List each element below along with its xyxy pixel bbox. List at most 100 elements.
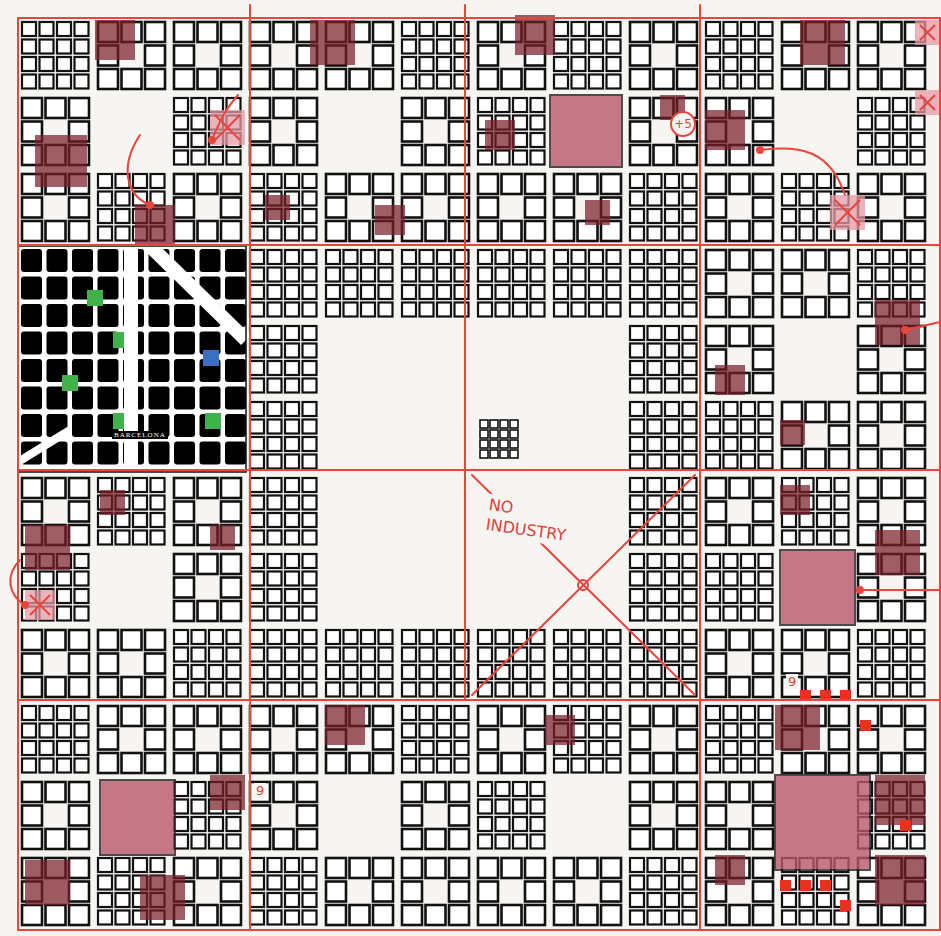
- block-square: [554, 648, 568, 662]
- block-square: [706, 40, 720, 54]
- block-square: [858, 116, 872, 130]
- block-square: [437, 40, 451, 54]
- block-square: [753, 782, 773, 802]
- block-square: [285, 250, 299, 264]
- block-square: [426, 145, 446, 165]
- block-square: [730, 677, 750, 697]
- block-square: [882, 905, 902, 925]
- block-square: [677, 706, 697, 726]
- city-block: [72, 332, 93, 355]
- block-square: [683, 437, 697, 451]
- block-square: [665, 437, 679, 451]
- block-square: [513, 835, 527, 849]
- block-square: [250, 513, 264, 527]
- block-square: [554, 665, 568, 679]
- block-square: [759, 607, 773, 621]
- block-square: [480, 440, 488, 448]
- block-square: [683, 361, 697, 375]
- block-square: [759, 437, 773, 451]
- block-square: [630, 782, 650, 802]
- block-square: [490, 450, 498, 458]
- block-square: [554, 858, 574, 878]
- block-square: [882, 706, 902, 726]
- block-square: [268, 268, 282, 282]
- arrow-tip: [757, 147, 763, 153]
- block-square: [829, 402, 849, 422]
- block-square: [303, 250, 317, 264]
- block-square: [829, 274, 849, 294]
- block-square: [800, 911, 814, 925]
- block-square: [344, 250, 358, 264]
- block-square: [531, 683, 545, 697]
- block-square: [98, 677, 118, 697]
- block-square: [911, 116, 925, 130]
- block-square: [198, 706, 218, 726]
- block-square: [478, 835, 492, 849]
- block-square: [858, 478, 878, 498]
- block-square: [250, 806, 270, 826]
- block-square: [221, 69, 241, 89]
- block-square: [893, 268, 907, 282]
- block-square: [326, 250, 340, 264]
- city-block: [149, 332, 170, 355]
- city-block: [21, 414, 42, 437]
- block-square: [531, 648, 545, 662]
- avenue: [18, 430, 70, 462]
- block-square: [303, 379, 317, 393]
- block-square: [572, 40, 586, 54]
- block-square: [531, 151, 545, 165]
- block-square: [40, 40, 54, 54]
- city-block: [174, 442, 195, 465]
- block-square: [630, 683, 644, 697]
- block-square: [426, 98, 446, 118]
- pencil-fill: [25, 860, 70, 905]
- block-square: [510, 450, 518, 458]
- block-square: [227, 665, 241, 679]
- block-square: [683, 496, 697, 510]
- block-square: [379, 285, 393, 299]
- block-square: [630, 806, 650, 826]
- block-square: [683, 607, 697, 621]
- block-square: [209, 817, 223, 831]
- block-square: [250, 209, 264, 223]
- block-square: [782, 630, 802, 650]
- block-square: [192, 98, 206, 112]
- block-square: [145, 69, 165, 89]
- block-square: [373, 858, 393, 878]
- block-square: [905, 706, 925, 726]
- block-square: [344, 683, 358, 697]
- block-square: [513, 648, 527, 662]
- block-square: [22, 724, 36, 738]
- block-square: [402, 706, 416, 720]
- block-square: [373, 22, 393, 42]
- block-square: [648, 478, 662, 492]
- block-square: [724, 420, 738, 434]
- block-square: [525, 730, 545, 750]
- block-square: [285, 420, 299, 434]
- block-square: [905, 478, 925, 498]
- block-square: [98, 893, 112, 907]
- block-square: [648, 683, 662, 697]
- block-square: [893, 116, 907, 130]
- block-square: [893, 98, 907, 112]
- block-square: [268, 513, 282, 527]
- circled-note: +5: [670, 111, 696, 137]
- block-square: [402, 782, 422, 802]
- block-square: [835, 496, 849, 510]
- block-square: [174, 730, 194, 750]
- block-square: [478, 46, 498, 66]
- block-square: [133, 858, 147, 872]
- block-square: [817, 911, 831, 925]
- block-square: [706, 221, 726, 241]
- block-square: [303, 285, 317, 299]
- block-square: [706, 630, 726, 650]
- block-square: [648, 572, 662, 586]
- block-square: [250, 250, 264, 264]
- block-square: [250, 665, 264, 679]
- block-square: [437, 665, 451, 679]
- block-square: [554, 303, 568, 317]
- block-square: [174, 174, 194, 194]
- cross-mark: [920, 25, 935, 40]
- block-square: [911, 630, 925, 644]
- block-square: [250, 683, 264, 697]
